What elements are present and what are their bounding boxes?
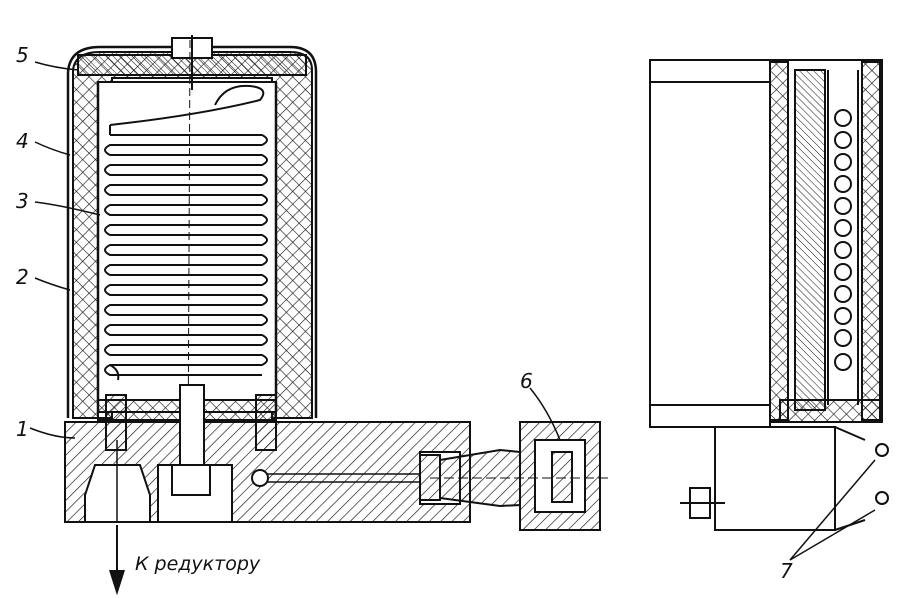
inner-cylinder [97,81,277,413]
label-2: 2 [16,265,29,289]
coil-sections [834,109,852,371]
label-3: 3 [16,189,29,213]
label-4: 4 [16,129,29,153]
right-side-view [649,59,889,561]
base-nut [171,464,211,496]
label-6: 6 [520,369,533,393]
right-insulation [861,61,881,421]
lower-block [714,426,836,531]
coil-inlet-fitting [105,394,127,451]
outer-casing [66,45,318,418]
inner-wall-hatch [794,69,826,411]
top-band [649,59,771,83]
valve-assembly [419,421,612,531]
label-7: 7 [780,559,793,583]
label-1: 1 [16,417,29,441]
coil-outlet-fitting [255,394,277,451]
center-stud [179,384,205,466]
bottom-band [649,404,771,428]
label-5: 5 [16,43,29,67]
leader-lines [29,61,561,441]
heating-coil [104,84,268,381]
side-insulation [769,61,789,421]
bottom-insulation [779,399,881,423]
terminal-lower [875,491,889,505]
caption-to-reducer: К редуктору [135,553,261,575]
left-section-view [64,35,612,596]
flow-arrow-head [109,569,125,596]
terminal-upper [875,443,889,457]
